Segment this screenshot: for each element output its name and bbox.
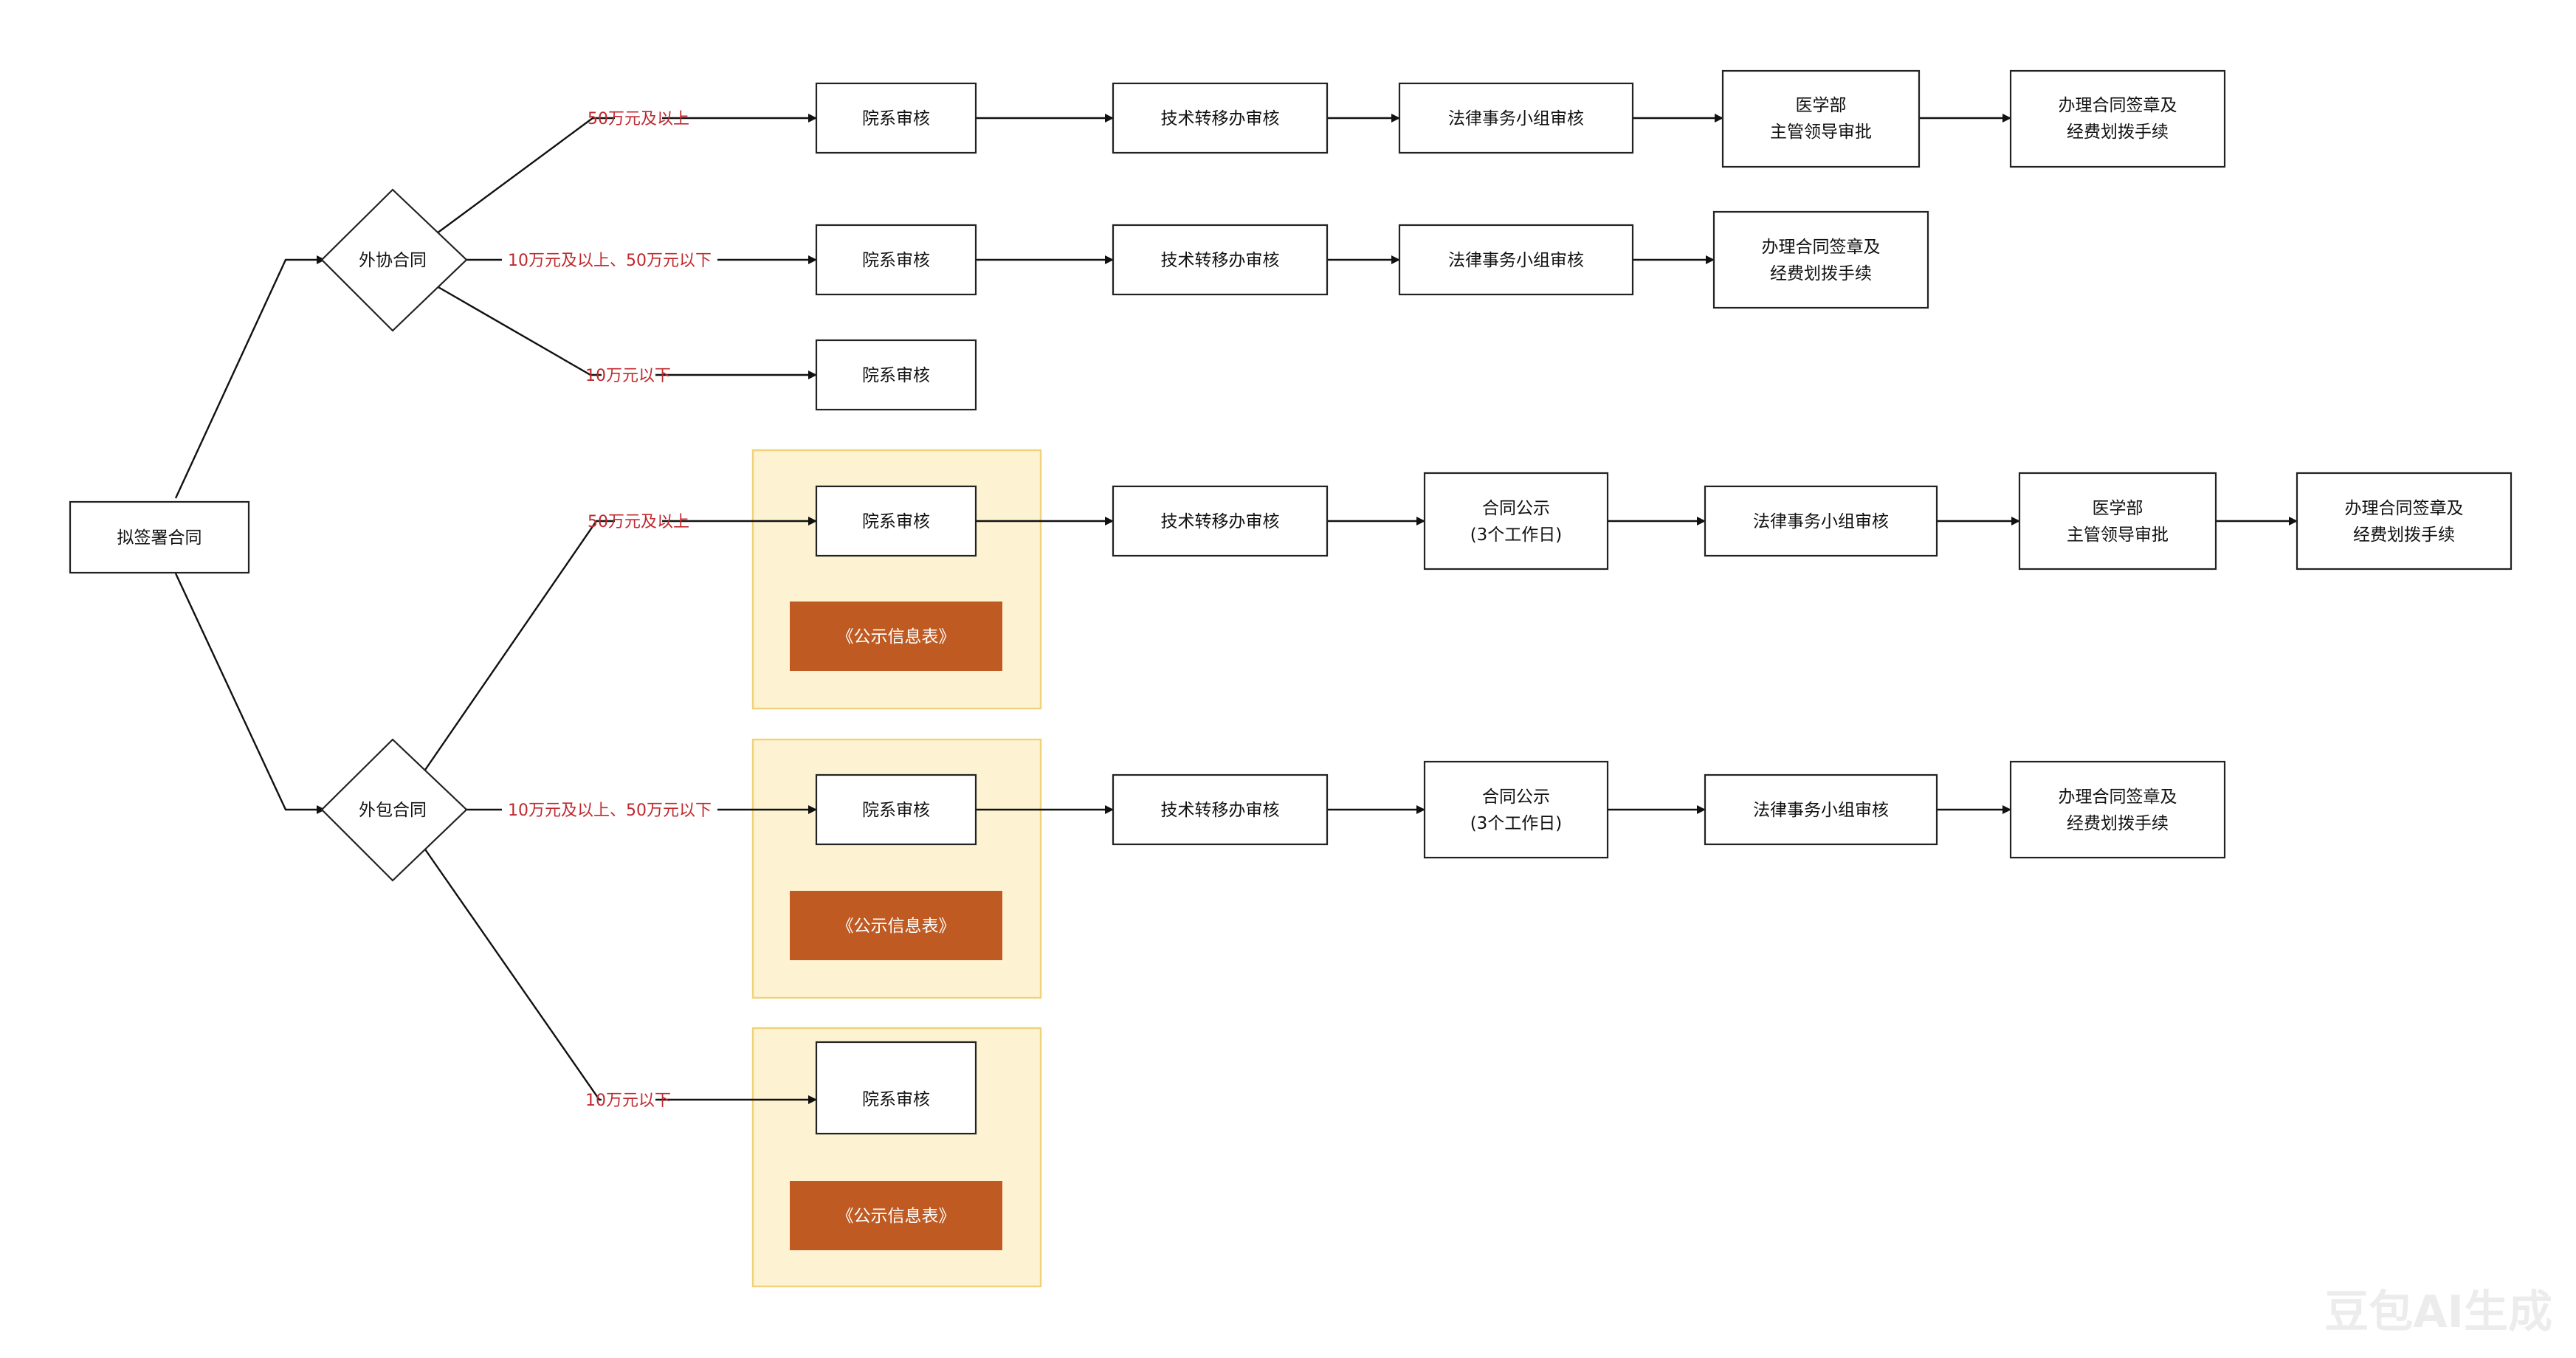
cond-label-out-10-50: 10万元及以上、50万元以下 [508, 802, 712, 820]
decision-coop-label: 外协合同 [359, 251, 427, 270]
r4-seal-line2: 经费划拨手续 [2353, 525, 2455, 545]
r5-public-info-label: 《公示信息表》 [837, 917, 956, 936]
r4-public-info-tag: 《公示信息表》 [790, 602, 1002, 671]
r6-dept-review-label: 院系审核 [862, 1090, 930, 1109]
r4-dept-review: 院系审核 [815, 485, 977, 557]
r4-seal-funding: 办理合同签章及 经费划拨手续 [2296, 472, 2513, 571]
cond-label-coop-below10: 10万元以下 [585, 367, 671, 385]
r2-legal-group-label: 法律事务小组审核 [1448, 251, 1584, 270]
r1-tech-transfer-label: 技术转移办审核 [1161, 109, 1280, 128]
r4-medical-line1: 医学部 [2093, 499, 2143, 518]
r5-seal-line2: 经费划拨手续 [2067, 814, 2169, 833]
r4-legal-group: 法律事务小组审核 [1704, 485, 1938, 557]
r5-tech-transfer: 技术转移办审核 [1112, 773, 1329, 846]
r5-legal-group-label: 法律事务小组审核 [1753, 801, 1889, 820]
r4-public-info-label: 《公示信息表》 [837, 627, 956, 647]
r5-publicity-line1: 合同公示 [1482, 787, 1550, 807]
r1-seal-line1: 办理合同签章及 [2059, 96, 2177, 115]
r1-seal-line2: 经费划拨手续 [2067, 123, 2169, 142]
edge-out-above50-diag [423, 520, 615, 773]
r4-dept-review-label: 院系审核 [862, 512, 930, 531]
r5-public-info-tag: 《公示信息表》 [790, 891, 1002, 960]
r5-contract-publicity: 合同公示 (3个工作日) [1423, 760, 1609, 859]
r4-publicity-line1: 合同公示 [1482, 499, 1550, 518]
r1-legal-group-label: 法律事务小组审核 [1448, 109, 1584, 128]
r5-tech-transfer-label: 技术转移办审核 [1161, 801, 1280, 820]
r6-dept-review: 院系审核 [815, 1041, 977, 1135]
r3-dept-review-label: 院系审核 [862, 366, 930, 385]
r4-medical-approval: 医学部 主管领导审批 [2018, 472, 2217, 571]
r1-medical-line2: 主管领导审批 [1770, 123, 1872, 142]
edge-coop-below10-diag [436, 285, 602, 376]
r5-legal-group: 法律事务小组审核 [1704, 773, 1938, 846]
r1-tech-transfer: 技术转移办审核 [1112, 82, 1329, 154]
decision-coop-contract: 外协合同 [320, 188, 468, 332]
r1-medical-approval: 医学部 主管领导审批 [1721, 69, 1921, 168]
r5-seal-funding: 办理合同签章及 经费划拨手续 [2009, 760, 2226, 859]
r2-tech-transfer: 技术转移办审核 [1112, 224, 1329, 296]
r1-dept-review-label: 院系审核 [862, 109, 930, 128]
edge-coop-above50-diag [436, 117, 615, 234]
cond-label-out-above50: 50万元及以上 [588, 513, 689, 531]
r5-seal-line1: 办理合同签章及 [2059, 787, 2177, 807]
r4-tech-transfer: 技术转移办审核 [1112, 485, 1329, 557]
cond-label-coop-above50: 50万元及以上 [588, 110, 689, 128]
r2-seal-line2: 经费划拨手续 [1770, 264, 1872, 283]
r2-dept-review: 院系审核 [815, 224, 977, 296]
node-root-label: 拟签署合同 [117, 528, 202, 548]
r5-dept-review-label: 院系审核 [862, 801, 930, 820]
r2-legal-group: 法律事务小组审核 [1398, 224, 1634, 296]
r2-seal-line1: 办理合同签章及 [1762, 238, 1881, 257]
r1-dept-review: 院系审核 [815, 82, 977, 154]
r1-medical-line1: 医学部 [1796, 96, 1847, 115]
r2-dept-review-label: 院系审核 [862, 251, 930, 270]
r1-legal-group: 法律事务小组审核 [1398, 82, 1634, 154]
cond-label-out-below10: 10万元以下 [585, 1092, 671, 1110]
watermark-text: 豆包AI生成 [2324, 1286, 2552, 1338]
r4-contract-publicity: 合同公示 (3个工作日) [1423, 472, 1609, 571]
decision-outsource-label: 外包合同 [359, 801, 427, 820]
r4-legal-group-label: 法律事务小组审核 [1753, 512, 1889, 531]
r6-public-info-label: 《公示信息表》 [837, 1207, 956, 1226]
r4-tech-transfer-label: 技术转移办审核 [1161, 512, 1280, 531]
cond-label-coop-10-50: 10万元及以上、50万元以下 [508, 252, 712, 270]
r4-seal-line1: 办理合同签章及 [2345, 499, 2464, 518]
edge-root-to-outsource [174, 573, 326, 814]
decision-outsource-contract: 外包合同 [320, 738, 468, 882]
r2-seal-funding: 办理合同签章及 经费划拨手续 [1712, 210, 1929, 309]
r4-medical-line2: 主管领导审批 [2067, 525, 2169, 545]
node-root: 拟签署合同 [69, 500, 250, 574]
r6-public-info-tag: 《公示信息表》 [790, 1181, 1002, 1250]
r4-publicity-line2: (3个工作日) [1470, 525, 1563, 545]
r3-dept-review: 院系审核 [815, 339, 977, 411]
r1-seal-funding: 办理合同签章及 经费划拨手续 [2009, 69, 2226, 168]
edge-root-to-coop [174, 255, 326, 499]
r2-tech-transfer-label: 技术转移办审核 [1161, 251, 1280, 270]
r5-dept-review: 院系审核 [815, 773, 977, 846]
edge-out-below10-diag [423, 847, 602, 1101]
r5-publicity-line2: (3个工作日) [1470, 814, 1563, 833]
